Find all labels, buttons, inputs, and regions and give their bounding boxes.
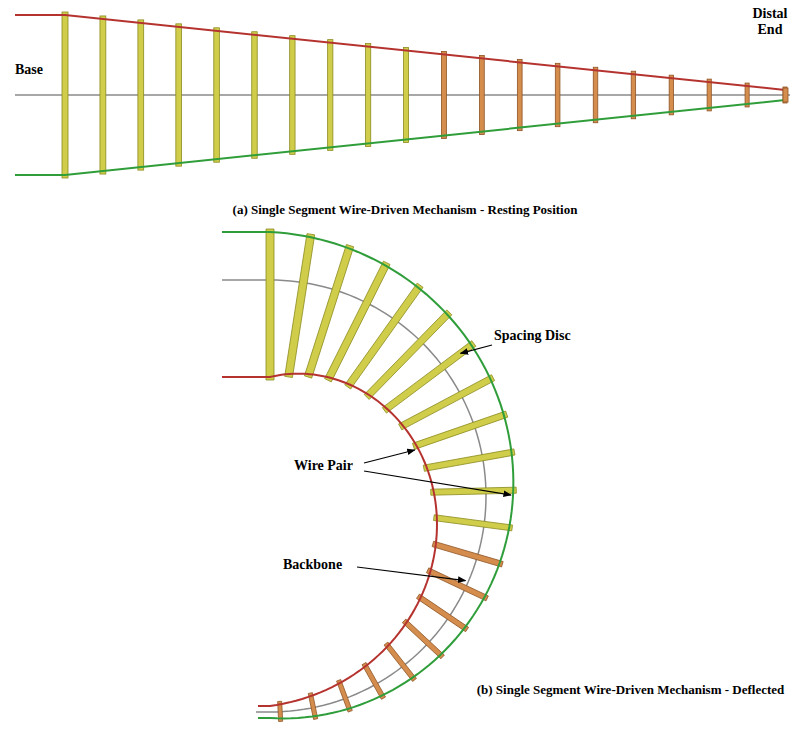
spacing-disc (285, 234, 315, 378)
spacing-disc (266, 229, 274, 380)
spacing-disc (100, 16, 106, 174)
spacing-disc (402, 619, 444, 659)
figure-caption: (a) Single Segment Wire-Driven Mechanism… (100, 203, 710, 218)
end-label: Distal End (746, 6, 794, 38)
spacing-disc (290, 36, 295, 155)
leader-arrow (357, 567, 465, 581)
spacing-disc (555, 63, 560, 126)
wire-green (15, 100, 785, 175)
spacing-disc (417, 594, 469, 632)
end-label: Base (15, 62, 43, 78)
spacing-disc (517, 59, 522, 130)
wire-green (222, 232, 513, 718)
leader-arrow (364, 471, 511, 495)
leader-arrow (364, 450, 415, 463)
resting-mechanism (15, 12, 790, 178)
spacing-disc (412, 411, 507, 449)
leader-arrow (461, 345, 492, 353)
spacing-disc (362, 662, 385, 699)
spacing-disc (423, 449, 515, 471)
spacing-disc (631, 71, 635, 119)
spacing-disc (304, 244, 353, 378)
spacing-disc (783, 87, 787, 103)
spacing-disc (382, 341, 476, 413)
spacing-disc (214, 28, 220, 162)
spacing-disc (384, 642, 416, 681)
wire-red (222, 374, 437, 706)
spacing-disc (593, 67, 598, 122)
spacing-disc (432, 541, 503, 567)
deflected-mechanism (222, 229, 516, 721)
spacing-disc (252, 32, 257, 159)
wire-red (15, 15, 785, 90)
figure-caption: (b) Single Segment Wire-Driven Mechanism… (468, 683, 793, 698)
spacing-disc (325, 261, 390, 382)
spacing-disc (328, 40, 333, 151)
spacing-disc (669, 75, 673, 115)
part-label: Wire Pair (294, 458, 353, 474)
spacing-disc (138, 20, 144, 170)
spacing-disc (176, 24, 182, 166)
spacing-disc (479, 55, 484, 134)
spacing-disc (441, 51, 446, 138)
spacing-disc (345, 283, 423, 389)
spacing-disc (62, 12, 68, 178)
spacing-disc (366, 44, 371, 147)
part-label: Backbone (283, 557, 342, 573)
spacing-disc (707, 79, 711, 111)
backbone (222, 280, 486, 712)
spacing-disc (433, 515, 512, 531)
spacing-disc (426, 568, 488, 601)
spacing-disc (364, 310, 452, 399)
distal-tip (783, 88, 788, 102)
spacing-disc (404, 48, 409, 143)
part-label: Spacing Disc (494, 328, 571, 344)
